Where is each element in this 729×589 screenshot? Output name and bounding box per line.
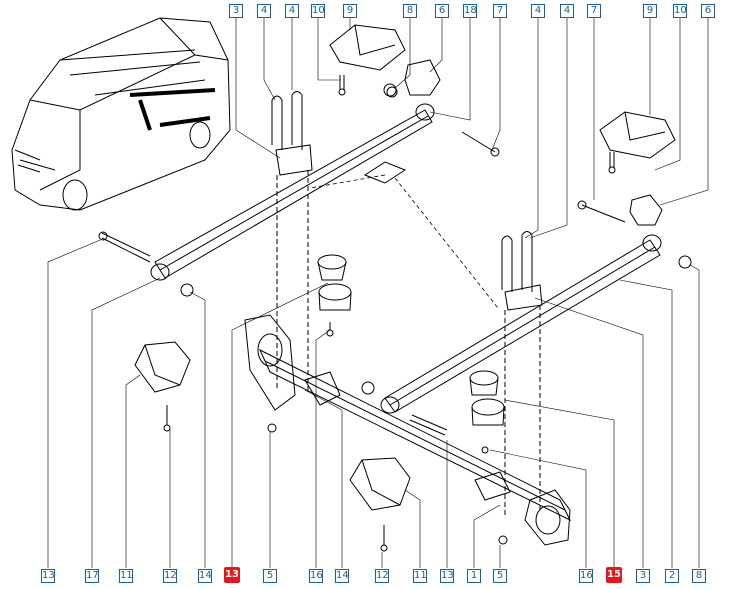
callout-label[interactable]: 10 xyxy=(311,4,325,18)
callout-label[interactable]: 1 xyxy=(467,569,481,583)
callout-label[interactable]: 7 xyxy=(587,4,601,18)
callout-label-highlighted[interactable]: 15 xyxy=(606,567,622,583)
callout-label[interactable]: 7 xyxy=(493,4,507,18)
callout-label[interactable]: 2 xyxy=(665,569,679,583)
callout-label[interactable]: 13 xyxy=(440,569,454,583)
callout-label[interactable]: 14 xyxy=(335,569,349,583)
callout-label[interactable]: 18 xyxy=(463,4,477,18)
callout-label[interactable]: 16 xyxy=(579,569,593,583)
callout-label[interactable]: 6 xyxy=(701,4,715,18)
bump-stop-right xyxy=(469,370,505,454)
right-u-bolt xyxy=(501,231,543,515)
callout-label[interactable]: 16 xyxy=(309,569,323,583)
callout-label[interactable]: 12 xyxy=(375,569,389,583)
axle xyxy=(244,314,572,546)
callout-label[interactable]: 9 xyxy=(343,4,357,18)
shackle-left xyxy=(386,59,500,157)
callout-label[interactable]: 11 xyxy=(413,569,427,583)
callout-label[interactable]: 4 xyxy=(560,4,574,18)
bracket-lower-right xyxy=(349,457,411,552)
bracket-left-top xyxy=(329,24,406,96)
van-icon xyxy=(11,17,231,211)
callout-label[interactable]: 14 xyxy=(198,569,212,583)
callout-label[interactable]: 3 xyxy=(229,4,243,18)
bracket-lower-left xyxy=(134,341,191,432)
right-leaf-spring xyxy=(361,234,692,436)
center-plate xyxy=(363,161,407,184)
callout-label[interactable]: 8 xyxy=(692,569,706,583)
callout-label[interactable]: 5 xyxy=(493,569,507,583)
callout-label[interactable]: 6 xyxy=(435,4,449,18)
callout-label[interactable]: 10 xyxy=(673,4,687,18)
bracket-right xyxy=(599,111,676,174)
callout-label[interactable]: 12 xyxy=(163,569,177,583)
left-u-bolt xyxy=(271,91,313,390)
callout-label[interactable]: 5 xyxy=(263,569,277,583)
callout-label[interactable]: 4 xyxy=(531,4,545,18)
shackle-right xyxy=(577,194,663,226)
bump-stop-left xyxy=(317,254,352,337)
callout-label[interactable]: 4 xyxy=(285,4,299,18)
callout-label[interactable]: 9 xyxy=(643,4,657,18)
callout-label-highlighted[interactable]: 13 xyxy=(224,567,240,583)
callout-label[interactable]: 4 xyxy=(257,4,271,18)
callout-label[interactable]: 3 xyxy=(636,569,650,583)
callout-label[interactable]: 8 xyxy=(403,4,417,18)
callout-label[interactable]: 13 xyxy=(41,569,55,583)
callout-label[interactable]: 11 xyxy=(119,569,133,583)
left-leaf-spring xyxy=(98,83,435,297)
callout-label[interactable]: 17 xyxy=(85,569,99,583)
